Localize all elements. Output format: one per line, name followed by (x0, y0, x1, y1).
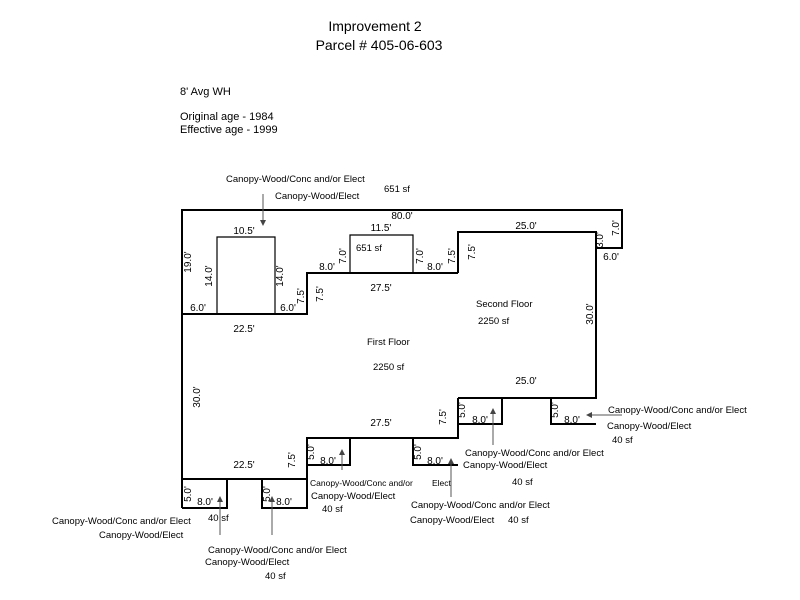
callout-area: 40 sf (612, 435, 633, 446)
canopy-depth: 5.0' (413, 444, 424, 460)
callout-area: 40 sf (512, 477, 533, 488)
dim-label: 25.0' (515, 376, 536, 387)
canopy-5 (458, 398, 503, 425)
dim-label: 14.0' (204, 265, 215, 286)
dim-label: 8.0' (427, 262, 443, 273)
dim-label: 10.5' (233, 226, 254, 237)
callout-line2: Canopy-Wood/Elect (99, 530, 184, 541)
dim-label: 30.0' (585, 303, 596, 324)
callout-line1: Canopy-Wood/Conc and/or (310, 478, 413, 488)
canopy-width: 8.0' (472, 415, 488, 426)
canopy-depth: 5.0' (262, 486, 273, 502)
notch-box-left (216, 236, 276, 314)
dim-label: 80.0' (391, 211, 412, 222)
dim-label: 7.5' (287, 452, 298, 468)
canopy-depth: 5.0' (550, 402, 561, 418)
callout-line2: Canopy-Wood/Elect (607, 421, 692, 432)
callout-line2: Canopy-Wood/Elect (275, 191, 360, 202)
callout-area: 40 sf (508, 515, 529, 526)
dim-label: 7.5' (438, 409, 449, 425)
wall-height-note: 8' Avg WH (180, 86, 231, 98)
dim-label: 6.0' (603, 252, 619, 263)
dim-label: 7.5' (447, 248, 458, 264)
callout-line2: Canopy-Wood/Elect (205, 557, 290, 568)
dim-label: 30.0' (192, 386, 203, 407)
canopy-3 (307, 438, 351, 466)
dim-label: 27.5' (370, 283, 391, 294)
callout-line1: Canopy-Wood/Conc and/or Elect (608, 405, 747, 416)
canopy-1 (182, 479, 228, 509)
dim-label: 7.0' (415, 248, 426, 264)
canopy-width: 8.0' (197, 497, 213, 508)
canopy-width: 8.0' (427, 456, 443, 467)
second-floor-area: 2250 sf (478, 316, 510, 327)
callout-line1: Canopy-Wood/Conc and/or Elect (208, 545, 347, 556)
callout-line1: Canopy-Wood/Conc and/or Elect (52, 516, 191, 527)
dim-label: 7.5' (296, 288, 307, 304)
canopy-2 (261, 479, 308, 509)
dim-label: 7.0' (338, 248, 349, 264)
second-floor-outline (457, 231, 597, 399)
canopy-6 (550, 398, 596, 425)
second-floor-label: Second Floor (476, 299, 533, 310)
dim-label: 7.0' (611, 220, 622, 236)
dim-label: 25.0' (515, 221, 536, 232)
original-age-note: Original age - 1984 (180, 111, 274, 123)
first-floor-label: First Floor (367, 337, 410, 348)
dim-label: 6.0' (190, 303, 206, 314)
callout-line2: Canopy-Wood/Elect (311, 491, 396, 502)
dim-label: 8.0' (319, 262, 335, 273)
canopy-depth: 5.0' (457, 402, 468, 418)
callout-line1: Canopy-Wood/Conc and/or Elect (465, 448, 604, 459)
canopy-width: 8.0' (320, 456, 336, 467)
dim-label: 3.0' (595, 232, 606, 248)
dim-label: 22.5' (233, 460, 254, 471)
sketch-title: Improvement 2 (328, 18, 422, 34)
canopy-depth: 5.0' (306, 444, 317, 460)
canopy-outline-top (181, 209, 623, 508)
canopy-depth: 5.0' (183, 486, 194, 502)
dim-label: 19.0' (183, 251, 194, 272)
callout-line2: Canopy-Wood/Elect (410, 515, 495, 526)
first-floor-area: 2250 sf (373, 362, 405, 373)
callout-line2: Canopy-Wood/Elect (463, 460, 548, 471)
callout-line1b: Elect (432, 478, 452, 488)
dim-label: 27.5' (370, 418, 391, 429)
canopy-area-inner: 651 sf (356, 243, 382, 254)
parcel-number: Parcel # 405-06-603 (316, 37, 443, 53)
canopy-width: 8.0' (564, 415, 580, 426)
callout-area: 40 sf (265, 571, 286, 582)
canopy-area: 651 sf (384, 184, 410, 195)
notch-box-middle (349, 234, 414, 273)
dim-label: 14.0' (275, 265, 286, 286)
dim-label: 22.5' (233, 324, 254, 335)
effective-age-note: Effective age - 1999 (180, 124, 278, 136)
callout-line1: Canopy-Wood/Conc and/or Elect (226, 174, 365, 185)
callout-area: 40 sf (208, 513, 229, 524)
canopy-width: 8.0' (276, 497, 292, 508)
canopy-4 (412, 438, 458, 466)
dim-label: 11.5' (371, 223, 392, 234)
dim-label: 7.5' (315, 286, 326, 302)
dim-label: 6.0' (280, 303, 296, 314)
dim-label: 7.5' (467, 244, 478, 260)
callout-area: 40 sf (322, 504, 343, 515)
callout-line1: Canopy-Wood/Conc and/or Elect (411, 500, 550, 511)
